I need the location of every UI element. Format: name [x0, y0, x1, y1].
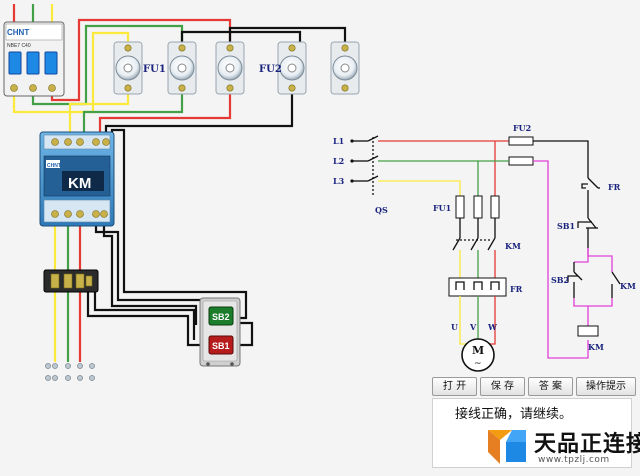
contactor-brand: CHNT — [47, 163, 61, 169]
terminal-point[interactable] — [77, 363, 83, 369]
fu2-label: FU2 — [259, 64, 282, 75]
terminal-screw[interactable] — [75, 273, 85, 289]
terminal-point[interactable] — [52, 363, 58, 369]
circuit-breaker[interactable]: CHNT NBE7 C40 — [3, 21, 65, 97]
push-button-box: SB2 SB1 — [199, 297, 241, 367]
message-box: 接线正确，请继续。 — [432, 398, 632, 468]
schematic-fu2-top — [508, 136, 534, 146]
terminal-screw[interactable] — [29, 84, 37, 92]
qs-label: QS — [375, 205, 388, 215]
terminal-screw[interactable] — [64, 210, 72, 218]
l1-label: L1 — [333, 136, 344, 146]
schematic-km-main — [452, 237, 496, 251]
watermark-logo-icon — [488, 430, 526, 464]
schematic-fu2-bottom — [508, 156, 534, 166]
fuse-holder[interactable] — [113, 41, 143, 95]
watermark-url: www.tpzlj.com — [538, 455, 610, 465]
terminal-screw[interactable] — [51, 210, 59, 218]
terminal-point[interactable] — [89, 375, 95, 381]
fuse-holder[interactable] — [277, 41, 307, 95]
fu1-label: FU1 — [143, 64, 166, 75]
terminal-screw[interactable] — [102, 138, 110, 146]
qs-switch — [352, 135, 379, 195]
terminal-screw[interactable] — [85, 275, 93, 287]
schematic-km-aux — [611, 271, 621, 298]
supply-wires — [12, 4, 54, 22]
v-label: V — [469, 322, 477, 332]
l2-label: L2 — [333, 156, 344, 166]
terminal-point[interactable] — [77, 375, 83, 381]
terminal-point[interactable] — [89, 363, 95, 369]
sb2-start-button[interactable]: SB2 — [208, 306, 234, 326]
breaker-model: NBE7 C40 — [7, 43, 31, 49]
schematic-fr-ctrl-label: FR — [608, 182, 621, 192]
terminal-screw[interactable] — [10, 84, 18, 92]
sb1-stop-button[interactable]: SB1 — [208, 335, 234, 355]
breaker-brand: CHNT — [7, 28, 29, 37]
schematic-fu2-label: FU2 — [513, 123, 531, 133]
schematic-fu1 — [455, 195, 500, 219]
contactor-km[interactable]: CHNT KM — [39, 131, 115, 227]
terminal-screw[interactable] — [51, 138, 59, 146]
schematic-fu1-label: FU1 — [433, 203, 451, 213]
terminal-point[interactable] — [45, 375, 51, 381]
schematic-sb2 — [567, 262, 583, 298]
hint-button[interactable]: 操作提示 — [575, 377, 636, 396]
schematic-fr-contact — [581, 177, 600, 202]
terminal-screw[interactable] — [48, 84, 56, 92]
answer-button[interactable]: 答 案 — [527, 377, 573, 396]
schematic-sb1 — [577, 202, 598, 248]
fuse-holder[interactable] — [167, 41, 197, 95]
breaker-handle[interactable] — [8, 51, 22, 75]
message-text: 接线正确，请继续。 — [455, 407, 573, 422]
terminal-screw[interactable] — [92, 210, 100, 218]
u-label: U — [451, 322, 458, 332]
fuse-holder[interactable] — [215, 41, 245, 95]
schematic-km-label: KM — [505, 241, 521, 251]
breaker-handle[interactable] — [26, 51, 40, 75]
terminal-point[interactable] — [65, 375, 71, 381]
terminal-point[interactable] — [52, 375, 58, 381]
schematic-fr-label: FR — [510, 284, 523, 294]
terminal-point[interactable] — [65, 363, 71, 369]
thermal-relay[interactable] — [43, 269, 99, 293]
save-button[interactable]: 保 存 — [479, 377, 525, 396]
sb2-label: SB2 — [212, 312, 230, 322]
schematic-motor: M ~ — [461, 338, 495, 372]
schematic: L1 L2 L3 QS FU1 KM FR — [333, 123, 636, 372]
terminal-screw[interactable] — [63, 273, 73, 289]
sb1-label: SB1 — [212, 341, 230, 351]
motor-sub-label: ~ — [474, 359, 482, 369]
terminal-screw[interactable] — [64, 138, 72, 146]
fuse-holder-row — [113, 41, 360, 95]
open-button[interactable]: 打 开 — [432, 377, 477, 396]
toolbar: 打 开 保 存 答 案 操作提示 — [432, 377, 636, 396]
watermark-name: 天品正连接 — [534, 432, 640, 457]
watermark: 天品正连接 www.tpzlj.com — [482, 420, 640, 470]
schematic-fr — [448, 277, 507, 297]
terminal-screw[interactable] — [50, 273, 60, 289]
terminal-screw[interactable] — [100, 210, 108, 218]
w-label: W — [487, 322, 498, 332]
terminal-point[interactable] — [45, 363, 51, 369]
terminal-screw[interactable] — [76, 138, 84, 146]
fuse-holder[interactable] — [330, 41, 360, 95]
schematic-sb1-label: SB1 — [557, 221, 575, 231]
terminal-screw[interactable] — [92, 138, 100, 146]
contactor-label: KM — [68, 175, 91, 192]
power-wires — [12, 18, 347, 362]
motor-label: M — [472, 344, 484, 357]
breaker-handle[interactable] — [44, 51, 58, 75]
schematic-km-coil-label: KM — [588, 342, 604, 352]
schematic-km-aux-label: KM — [620, 281, 636, 291]
l3-label: L3 — [333, 176, 345, 186]
schematic-km-coil — [577, 325, 599, 337]
schematic-sb2-label: SB2 — [551, 275, 569, 285]
terminal-screw[interactable] — [76, 210, 84, 218]
motor-terminals — [45, 363, 95, 381]
